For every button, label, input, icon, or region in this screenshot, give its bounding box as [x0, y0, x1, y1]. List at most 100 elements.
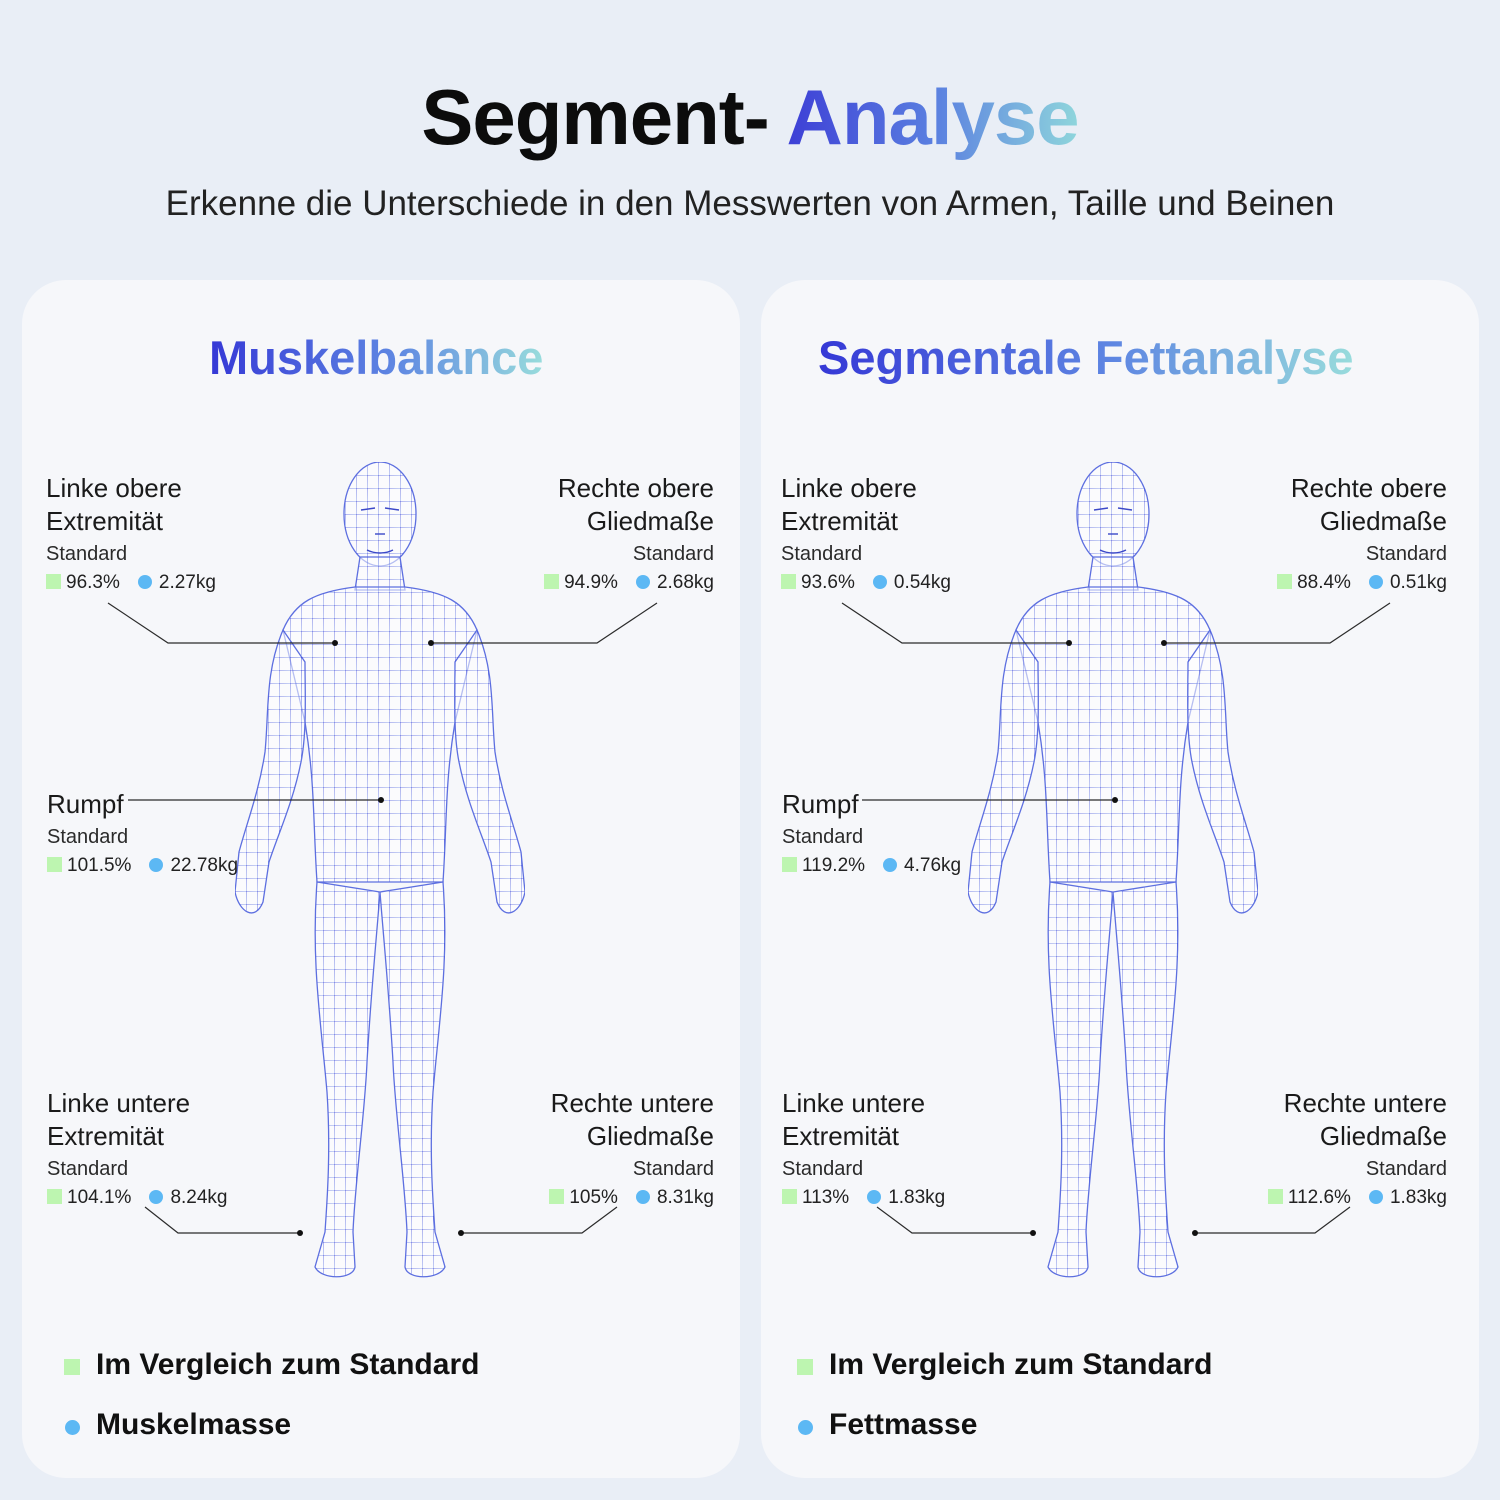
legend-compare: Im Vergleich zum Standard	[797, 1345, 1212, 1385]
green-square-marker	[549, 1189, 565, 1204]
segment-label: Linke untere	[47, 1088, 191, 1118]
segment-percent: 119.2%	[802, 855, 866, 876]
segment-label: Rechte obere	[557, 473, 714, 503]
blue-dot-marker	[798, 1420, 813, 1435]
legend-compare-label: Im Vergleich zum Standard	[829, 1348, 1213, 1381]
segment-trunk: Rumpf Standard 101.5%22.78kg	[47, 788, 238, 881]
legend-compare: Im Vergleich zum Standard	[64, 1345, 479, 1385]
segment-status: Standard	[1365, 1158, 1447, 1180]
segment-left-lower: Linke untere Extremität Standard 113% 1.8…	[782, 1087, 945, 1213]
segment-mass: 1.83kg	[1389, 1187, 1447, 1208]
page-title: Segment- Analyse	[0, 72, 1500, 162]
segment-status: Standard	[781, 543, 863, 565]
green-square-marker	[64, 1359, 80, 1375]
segment-trunk: Rumpf Standard 119.2% 4.76kg	[782, 788, 961, 881]
segment-label: Linke obere	[781, 473, 917, 503]
blue-dot-marker	[635, 575, 650, 589]
segment-values: 112.6% 1.83kg	[1245, 1183, 1447, 1213]
segment-percent: 93.6%	[801, 572, 855, 593]
blue-dot-marker	[149, 858, 164, 872]
segment-status: Standard	[782, 826, 864, 848]
segment-percent: 104.1%	[67, 1187, 132, 1208]
segment-label: Extremität	[781, 506, 899, 536]
segment-left-lower: Linke untere Extremität Standard 104.1% 8…	[47, 1087, 228, 1213]
blue-dot-marker	[867, 1190, 882, 1204]
blue-dot-marker	[1368, 575, 1383, 589]
segment-mass: 1.83kg	[888, 1187, 946, 1208]
segment-mass: 0.51kg	[1389, 572, 1447, 593]
legend-mass: Fettmasse	[798, 1405, 977, 1445]
segment-values: 94.9% 2.68kg	[512, 568, 714, 598]
green-square-marker	[47, 1189, 62, 1204]
segment-values: 105% 8.31kg	[512, 1183, 714, 1213]
segment-mass: 22.78kg	[170, 855, 239, 876]
legend-mass-label: Muskelmasse	[96, 1408, 292, 1441]
legend-mass-label: Fettmasse	[829, 1408, 978, 1441]
green-square-marker	[781, 574, 796, 589]
segment-label: Rumpf	[782, 789, 859, 819]
green-square-marker	[782, 1189, 797, 1204]
body-wireframe-icon	[968, 462, 1258, 1282]
segment-status: Standard	[782, 1158, 864, 1180]
page-subtitle: Erkenne die Unterschiede in den Messwert…	[165, 184, 1335, 223]
legend-compare-label: Im Vergleich zum Standard	[96, 1348, 480, 1381]
segment-mass: 4.76kg	[904, 855, 962, 876]
segment-mass: 0.54kg	[893, 572, 951, 593]
segment-left-upper: Linke obere Extremität Standard 93.6% 0.5…	[781, 472, 951, 598]
page-title-accent: Analyse	[786, 73, 1080, 161]
blue-dot-marker	[635, 1190, 650, 1204]
segment-right-lower: Rechte untere Gliedmaße Standard 112.6%1…	[1245, 1087, 1447, 1213]
segment-status: Standard	[47, 1158, 129, 1180]
blue-dot-marker	[137, 575, 152, 589]
green-square-marker	[47, 857, 62, 872]
segment-mass: 8.31kg	[656, 1187, 714, 1208]
green-square-marker	[1267, 1189, 1283, 1204]
panel-title-muscle: Muskelbalance	[209, 331, 544, 384]
blue-dot-marker	[65, 1420, 80, 1435]
segment-status: Standard	[1365, 543, 1447, 565]
segment-percent: 94.9%	[564, 572, 618, 593]
segment-label: Linke untere	[782, 1088, 926, 1118]
segment-status: Standard	[46, 543, 128, 565]
blue-dot-marker	[149, 1190, 164, 1204]
segment-percent: 113%	[802, 1187, 850, 1208]
segment-label: Rechte untere	[550, 1088, 714, 1118]
segment-right-upper: Rechte obere Gliedmaße Standard 94.9%2.6…	[512, 472, 714, 598]
green-square-marker	[782, 857, 797, 872]
blue-dot-marker	[872, 575, 887, 589]
segment-mass: 2.27kg	[158, 572, 216, 593]
segment-values: 93.6% 0.54kg	[781, 568, 951, 598]
segment-percent: 105%	[569, 1187, 618, 1208]
segment-percent: 88.4%	[1297, 572, 1351, 593]
segment-values: 104.1% 8.24kg	[47, 1183, 228, 1213]
segment-label: Extremität	[782, 1121, 900, 1151]
segment-values: 88.4% 0.51kg	[1245, 568, 1447, 598]
segment-label: Extremität	[47, 1121, 165, 1151]
segment-values: 113% 1.83kg	[782, 1183, 945, 1213]
segment-label: Linke obere	[46, 473, 182, 503]
segment-values: 96.3%2.27kg	[46, 568, 216, 598]
segment-mass: 8.24kg	[170, 1187, 228, 1208]
segment-label: Rechte obere	[1290, 473, 1447, 503]
segment-left-upper: Linke obere Extremität Standard 96.3%2.2…	[46, 472, 216, 598]
blue-dot-marker	[1368, 1190, 1383, 1204]
segment-label: Rumpf	[47, 789, 124, 819]
panel-title-fat: Segmentale Fettanalyse	[818, 331, 1354, 384]
page-title-main: Segment-	[421, 73, 769, 161]
segment-mass: 2.68kg	[656, 572, 714, 593]
legend-mass: Muskelmasse	[65, 1405, 291, 1445]
green-square-marker	[797, 1359, 813, 1375]
segment-label: Rechte untere	[1283, 1088, 1447, 1118]
segment-label: Extremität	[46, 506, 164, 536]
segment-status: Standard	[47, 826, 129, 848]
segment-status: Standard	[632, 1158, 714, 1180]
segment-percent: 112.6%	[1287, 1187, 1351, 1208]
segment-values: 101.5%22.78kg	[47, 851, 238, 881]
body-wireframe-icon	[235, 462, 525, 1282]
green-square-marker	[1277, 574, 1293, 589]
segment-status: Standard	[632, 543, 714, 565]
segment-label: Gliedmaße	[586, 1121, 714, 1151]
green-square-marker	[46, 574, 61, 589]
segment-label: Gliedmaße	[1319, 1121, 1447, 1151]
green-square-marker	[544, 574, 560, 589]
